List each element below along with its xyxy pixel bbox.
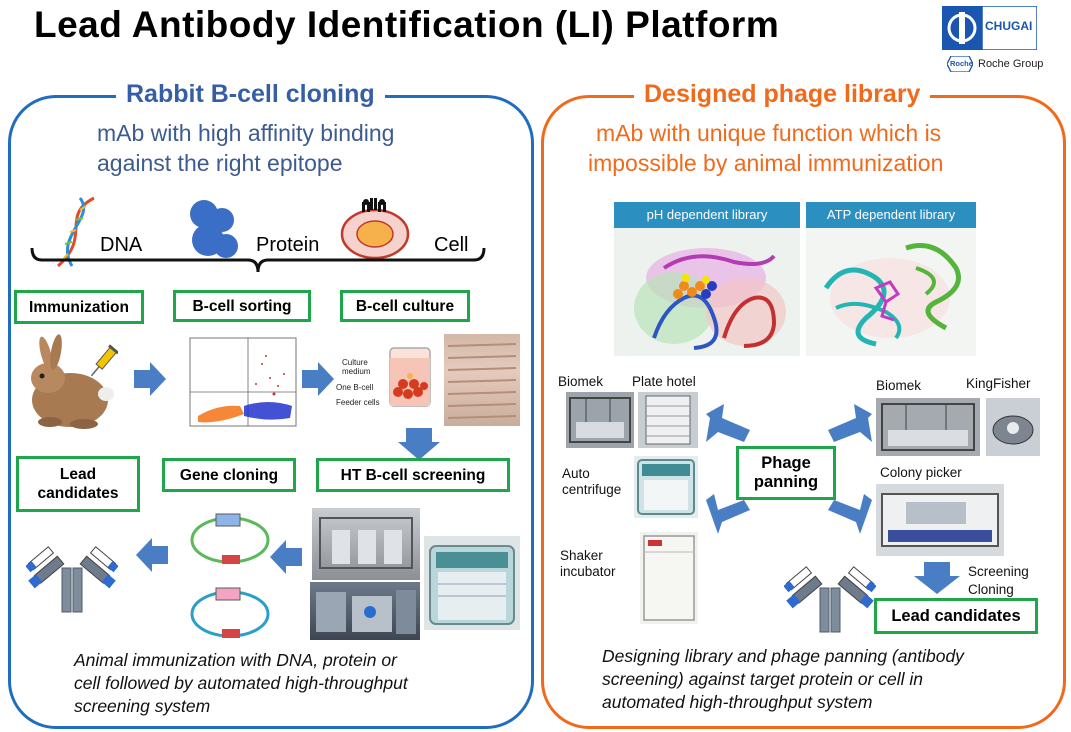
colony-picker-label: Colony picker — [880, 465, 962, 480]
arrow-left-2 — [270, 540, 302, 574]
step-lead-candidates: Lead candidates — [16, 456, 140, 512]
right-caption-line3: automated high-throughput system — [602, 692, 873, 712]
page-title: Lead Antibody Identification (LI) Platfo… — [34, 4, 780, 45]
culture-label-3: One B-cell — [336, 383, 374, 392]
colony-picker-photo — [876, 484, 1004, 556]
auto-centrifuge-label-2: centrifuge — [562, 482, 622, 497]
kingfisher-photo — [986, 398, 1040, 456]
syringe-icon — [88, 344, 118, 380]
arrow-left-1 — [136, 538, 168, 572]
antibody-icon-right — [784, 548, 876, 636]
step-immunization: Immunization — [14, 290, 144, 324]
rabbit-image — [20, 334, 120, 430]
right-caption-line2: screening) against target protein or cel… — [602, 669, 924, 689]
kingfisher-label: KingFisher — [966, 376, 1031, 391]
screening-robot-photo-1 — [312, 508, 420, 580]
dna-icon — [50, 196, 102, 268]
cloning-label: Cloning — [968, 582, 1014, 597]
culture-label-4: Feeder cells — [336, 398, 380, 407]
step-ht-bcell-screening: HT B-cell screening — [316, 458, 510, 492]
right-lead-candidates: Lead candidates — [874, 598, 1038, 634]
left-panel-title: Rabbit B-cell cloning — [116, 80, 385, 109]
roche-name: Roche — [950, 59, 973, 68]
step-gene-cloning: Gene cloning — [162, 458, 296, 492]
plasmid-diagram-1 — [186, 510, 274, 566]
biomek-right-label: Biomek — [876, 378, 922, 393]
culture-label-2: medium — [342, 367, 371, 376]
screening-robot-photo-2 — [310, 582, 420, 640]
plasmid-diagram-2 — [186, 584, 274, 640]
arrow-right-2 — [302, 362, 334, 396]
roche-logo: Roche — [947, 56, 973, 72]
step-bcell-culture: B-cell culture — [340, 290, 470, 322]
right-subtitle-line2: impossible by animal immunization — [588, 150, 944, 176]
right-caption-line1: Designing library and phage panning (ant… — [602, 646, 964, 666]
arrow-down-1 — [398, 428, 440, 460]
phage-line1: Phage — [761, 454, 811, 472]
ph-library-header: pH dependent library — [614, 202, 800, 228]
atp-library-structure — [806, 228, 976, 356]
step-bcell-sorting: B-cell sorting — [173, 290, 311, 322]
lead-line2: candidates — [37, 485, 119, 502]
phage-line2: panning — [753, 473, 819, 491]
phage-panning-box: Phage panning — [736, 446, 836, 500]
cycle-arrow-upper-right — [828, 404, 872, 444]
right-subtitle-line1: mAb with unique function which is — [596, 120, 942, 146]
plate-hotel-label: Plate hotel — [632, 374, 696, 389]
left-caption-line1: Animal immunization with DNA, protein or — [74, 650, 397, 670]
cycle-arrow-lower-left — [706, 494, 750, 538]
cycle-arrow-upper-left — [706, 404, 750, 444]
biomek-right-photo — [876, 398, 980, 456]
lead-line1: Lead — [59, 466, 97, 483]
cell-icon — [340, 196, 410, 260]
atp-library-header: ATP dependent library — [806, 202, 976, 228]
protein-icon — [186, 198, 242, 262]
screening-label: Screening — [968, 564, 1029, 579]
biomek-left-label: Biomek — [558, 374, 604, 389]
antigen-bracket — [28, 244, 488, 274]
right-panel-title: Designed phage library — [634, 80, 931, 109]
chugai-logo: CHUGAI — [942, 6, 1037, 50]
auto-centrifuge-photo — [634, 456, 698, 518]
left-caption-line3: screening system — [74, 696, 211, 716]
left-caption-line2: cell followed by automated high-throughp… — [74, 673, 408, 693]
cycle-arrow-lower-right — [828, 494, 872, 538]
culture-plates-photo — [444, 334, 520, 426]
culture-tube-diagram — [384, 346, 436, 410]
arrow-down-right — [914, 562, 960, 594]
plate-hotel-photo — [638, 392, 698, 448]
antigen-protein-label: Protein — [256, 234, 320, 256]
left-subtitle-line1: mAb with high affinity binding — [97, 120, 395, 146]
arrow-right-1 — [134, 362, 166, 396]
flow-cytometry-plot — [178, 334, 300, 438]
antigen-cell-label: Cell — [434, 234, 469, 256]
roche-group-text: Roche Group — [978, 58, 1044, 70]
antigen-dna-label: DNA — [100, 234, 143, 256]
antibody-icon-left — [26, 528, 118, 616]
shaker-label-1: Shaker — [560, 548, 603, 563]
left-subtitle-line2: against the right epitope — [97, 150, 343, 176]
chugai-name: CHUGAI — [985, 19, 1033, 33]
ph-library-structure — [614, 228, 800, 356]
biomek-left-photo — [566, 392, 634, 448]
centrifuge-photo — [424, 536, 520, 630]
shaker-label-2: incubator — [560, 564, 616, 579]
shaker-incubator-photo — [640, 532, 698, 624]
culture-label-1: Culture — [342, 358, 368, 367]
auto-centrifuge-label-1: Auto — [562, 466, 590, 481]
